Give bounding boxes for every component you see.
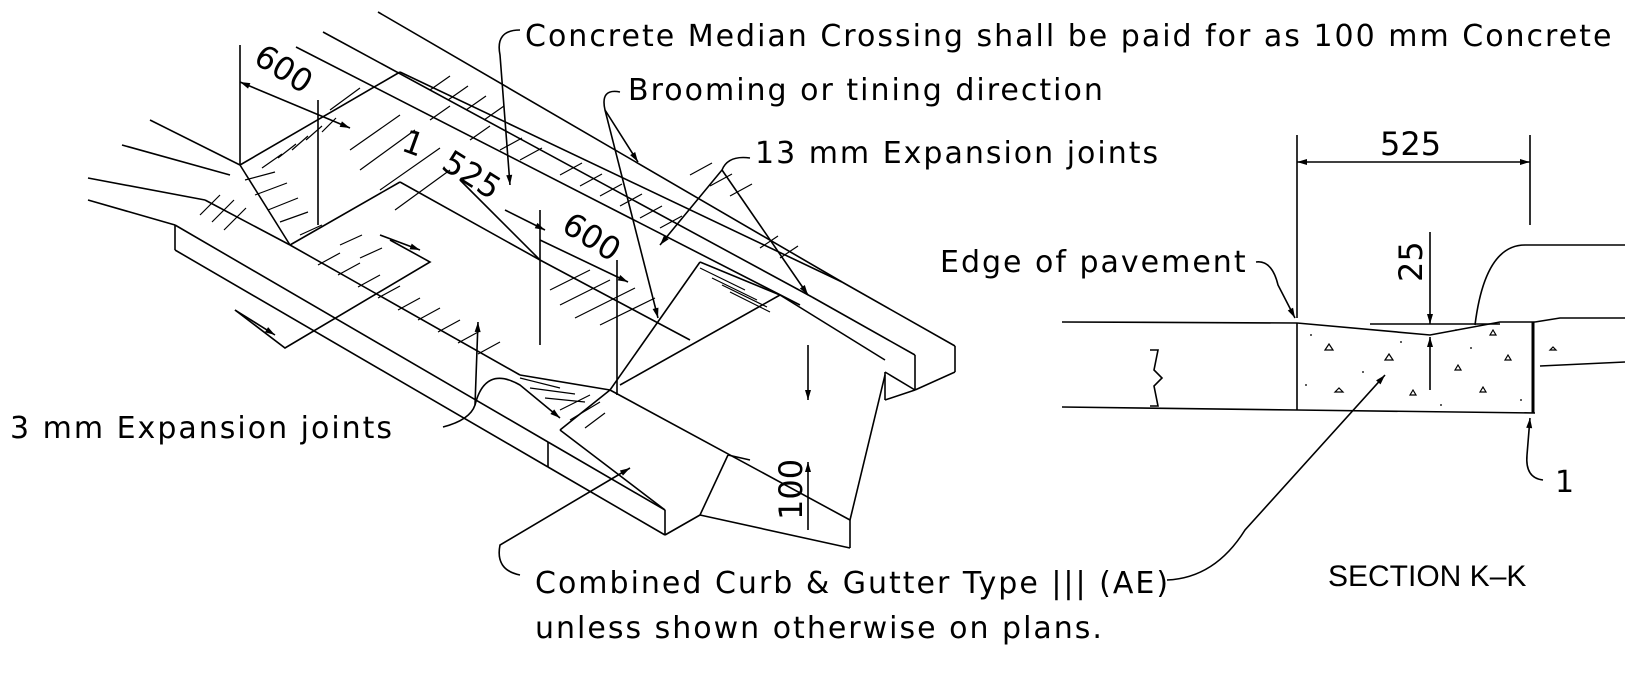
median-crossing-note: Concrete Median Crossing shall be paid f… (525, 19, 1613, 54)
far-curb-lines (295, 11, 956, 401)
break-symbol (1150, 349, 1164, 407)
joint-leader (1526, 417, 1544, 481)
section-cut-marker (234, 234, 432, 349)
dim-100: 100 (772, 345, 811, 530)
dim-100-label: 100 (772, 459, 810, 520)
expansion-joints-3mm-note: 3 mm Expansion joints (10, 411, 394, 446)
curb-top-leader (1474, 244, 1625, 326)
dim-25-label: 25 (1392, 241, 1430, 282)
edge-pavement-leader (1255, 261, 1296, 319)
curb-gutter-leader (1166, 374, 1386, 581)
isometric-view: 600 1 525 600 100 (87, 11, 956, 576)
brooming-direction-note: Brooming or tining direction (628, 73, 1105, 108)
dim-600-top: 600 (239, 37, 351, 225)
dim-25: 25 (1392, 232, 1433, 390)
surface-hatching (199, 75, 799, 429)
curb-gutter-note-line1: Combined Curb & Gutter Type ||| (AE) (535, 566, 1170, 601)
expansion-joints-13mm-note: 13 mm Expansion joints (755, 136, 1160, 171)
median-slab-outline (204, 71, 886, 549)
edge-of-pavement-note: Edge of pavement (940, 245, 1248, 280)
concrete-aggregate (1305, 328, 1558, 406)
dim-525-section: 525 (1296, 125, 1531, 318)
section-k-k: 525 25 (1061, 125, 1625, 581)
dim-600-mid-label: 600 (556, 205, 628, 270)
section-title: SECTION K–K (1328, 560, 1526, 593)
dim-600-top-label: 600 (248, 37, 320, 102)
dim-525-iso-label: 525 (436, 143, 508, 208)
section-joint-note-partial: 1 (1555, 465, 1576, 500)
leaders (442, 29, 809, 576)
dim-525-section-label: 525 (1380, 125, 1441, 163)
near-curb-lines (87, 119, 751, 536)
curb-gutter-note-line2: unless shown otherwise on plans. (535, 611, 1104, 646)
